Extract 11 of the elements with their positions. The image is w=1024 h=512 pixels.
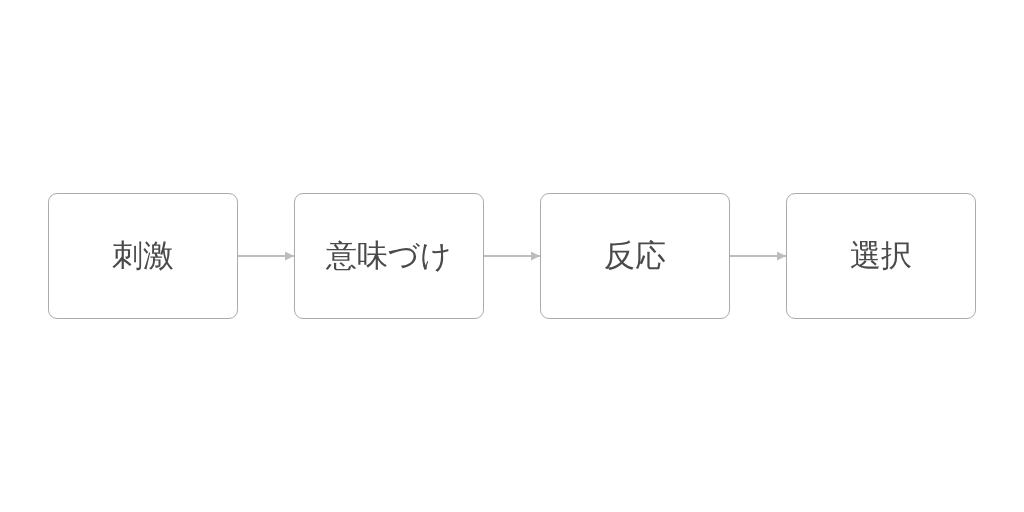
node-label: 反応: [604, 237, 666, 275]
process-box: [540, 193, 730, 319]
process-box: [294, 193, 484, 319]
process-box: [786, 193, 976, 319]
node-label: 刺激: [112, 237, 174, 275]
node-label: 選択: [850, 237, 912, 275]
arrow: [237, 251, 295, 261]
arrow: [483, 251, 541, 261]
arrow: [729, 251, 787, 261]
process-box: [48, 193, 238, 319]
node-label: 意味づけ: [326, 237, 452, 275]
